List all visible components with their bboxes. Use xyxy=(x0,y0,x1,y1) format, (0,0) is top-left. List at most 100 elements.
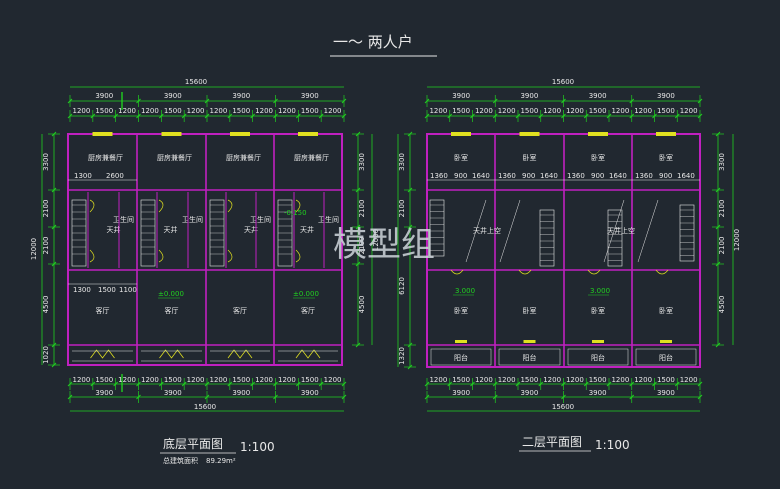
room-label: 阳台 xyxy=(591,353,605,362)
dim-tick xyxy=(51,342,57,348)
dim-tick xyxy=(136,394,141,400)
window xyxy=(656,132,676,136)
dim-label: 3900 xyxy=(95,92,113,100)
dim-tick xyxy=(715,131,721,137)
dim-label: 1320 xyxy=(398,347,406,365)
room-label: 厨房兼餐厅 xyxy=(88,153,123,162)
dim-label: 12000 xyxy=(733,229,741,251)
window xyxy=(161,132,182,136)
dim-tick xyxy=(136,113,141,119)
dim-label: 1640 xyxy=(472,172,490,180)
dim-label: 1200 xyxy=(141,107,159,115)
dim-tick xyxy=(674,381,680,387)
dim-tick xyxy=(204,113,210,119)
dim-label: 1500 xyxy=(95,107,113,115)
dim-tick xyxy=(715,261,721,267)
dim-label: 1200 xyxy=(566,107,584,115)
dim-tick xyxy=(181,381,187,387)
dim-label: 1020 xyxy=(42,346,50,364)
dim-tick xyxy=(407,342,413,348)
dim-tick xyxy=(341,394,347,400)
dim-label: 1200 xyxy=(141,376,159,384)
room-label: 厨房兼餐厅 xyxy=(294,153,329,162)
dim-tick xyxy=(136,98,141,104)
dim-label: 1500 xyxy=(164,376,182,384)
dim-label: 3900 xyxy=(657,92,675,100)
room-label: 厨房兼餐厅 xyxy=(226,153,261,162)
plan2-caption: 二层平面图 xyxy=(522,435,582,449)
dim-label: 2100 xyxy=(718,237,726,255)
dim-tick xyxy=(158,381,164,387)
room-label: 客厅 xyxy=(233,306,247,315)
room-label: 天井 xyxy=(244,225,258,234)
dim-tick xyxy=(492,113,498,119)
elevation-mark: ±0.000 xyxy=(158,290,184,298)
dim-label: 1200 xyxy=(73,376,91,384)
dim-tick xyxy=(407,364,413,370)
dim-tick xyxy=(470,381,475,387)
dim-tick xyxy=(447,113,453,119)
dim-label: 1200 xyxy=(634,376,652,384)
dim-label: 1500 xyxy=(520,376,538,384)
dim-label: 3900 xyxy=(452,389,470,397)
dim-label: 2100 xyxy=(718,200,726,218)
room-label: 天井 xyxy=(164,225,178,234)
dim-label: 1500 xyxy=(520,107,538,115)
dim-label: 3900 xyxy=(232,92,250,100)
room-label: 天井 xyxy=(300,225,314,234)
dim-tick xyxy=(424,113,430,119)
dim-label: 1200 xyxy=(324,107,342,115)
room-label: 卫生间 xyxy=(113,215,134,224)
dim-label: 2100 xyxy=(42,237,50,255)
dim-tick xyxy=(652,381,657,387)
dim-label: 4500 xyxy=(358,296,366,314)
balcony-rail xyxy=(635,348,697,366)
window xyxy=(592,340,604,343)
dim-label: 3900 xyxy=(164,92,182,100)
dim-label: 1640 xyxy=(609,172,627,180)
window xyxy=(455,340,467,343)
plan2-total-width-bottom: 15600 xyxy=(552,403,574,411)
void-outline xyxy=(465,199,487,263)
dim-label: 1500 xyxy=(657,376,675,384)
plan1-scale: 1:100 xyxy=(240,440,275,454)
window xyxy=(588,132,608,136)
room-label: 天井 xyxy=(107,225,121,234)
dim-label: 1200 xyxy=(498,376,516,384)
dim-tick xyxy=(341,381,347,387)
dim-label: 3300 xyxy=(358,153,366,171)
window xyxy=(660,340,672,343)
door-swing xyxy=(450,269,464,275)
room-label: 天井上空 xyxy=(607,226,635,235)
dim-tick xyxy=(629,381,635,387)
room-label: 阳台 xyxy=(523,353,537,362)
ground-floor-plan: 15600 3900 3900 3900 3900 1200 1500 1200 1200 1… xyxy=(30,78,380,465)
dim-label: 3900 xyxy=(95,389,113,397)
door-swing xyxy=(295,249,301,263)
void-outline xyxy=(499,199,521,263)
room-label: 卧室 xyxy=(591,153,605,162)
dim-label: 3900 xyxy=(301,92,319,100)
dim-tick xyxy=(447,381,453,387)
dim-label: 12000 xyxy=(30,238,38,260)
plan2-total-width-top: 15600 xyxy=(552,78,574,86)
room-label: 卫生间 xyxy=(182,215,203,224)
dim-tick xyxy=(407,187,413,193)
dim-label: 1200 xyxy=(210,107,228,115)
dim-label: 1300 xyxy=(74,172,92,180)
dim-label: 3900 xyxy=(589,92,607,100)
dim-label: 2600 xyxy=(106,172,124,180)
dim-label: 1200 xyxy=(278,376,296,384)
dim-label: 900 xyxy=(659,172,672,180)
door-swing xyxy=(89,199,95,213)
dim-label: 1200 xyxy=(498,107,516,115)
dim-label: 3900 xyxy=(452,92,470,100)
dim-tick xyxy=(250,381,256,387)
plan1-total-width-top: 15600 xyxy=(185,78,207,86)
dim-label: 4500 xyxy=(718,296,726,314)
dim-label: 6120 xyxy=(398,277,406,295)
window xyxy=(92,132,113,136)
dim-label: 1200 xyxy=(118,107,136,115)
